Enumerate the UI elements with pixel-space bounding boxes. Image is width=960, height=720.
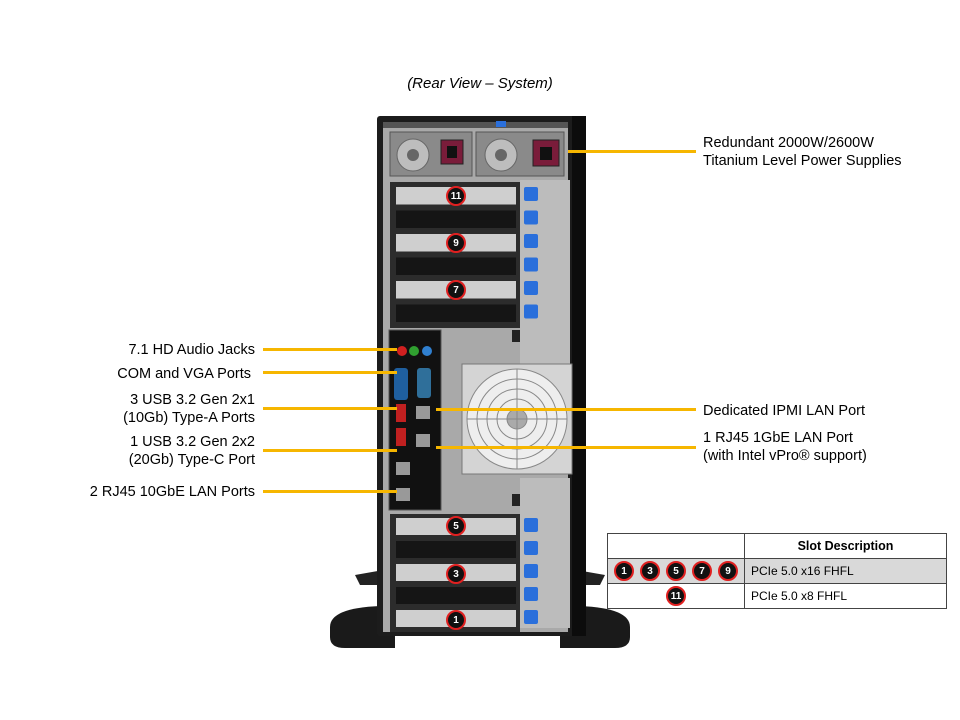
slot-badge-7: 7 (446, 280, 466, 300)
table-row: 1 3 5 7 9 PCIe 5.0 x16 FHFL (607, 558, 947, 584)
leader-10gbe (263, 490, 397, 493)
pci-slot-cover (396, 541, 516, 558)
slot-badge-1: 1 (446, 610, 466, 630)
pci-bracket-clip (524, 257, 538, 272)
pci-bracket-clip (524, 587, 538, 601)
pci-slot-cover (396, 257, 516, 275)
slot-description-table: Slot Description 1 3 5 7 9 PCIe 5.0 x16 … (607, 533, 947, 609)
leader-audio (263, 348, 397, 351)
pci-bracket-clip (524, 234, 538, 248)
label-10gbe-lan: 2 RJ45 10GbE LAN Ports (89, 484, 255, 500)
table-row: 11 PCIe 5.0 x8 FHFL (607, 583, 947, 609)
leader-power (568, 150, 696, 153)
leader-usb-c (263, 449, 397, 452)
pci-bracket-clip (524, 518, 538, 532)
slot-list-x8: 11 (614, 586, 738, 606)
slot-badge: 3 (640, 561, 660, 581)
slot-description-x16: PCIe 5.0 x16 FHFL (744, 558, 947, 584)
pci-bracket-clip (524, 610, 538, 624)
slot-badge: 9 (718, 561, 738, 581)
label-power-supplies: Redundant 2000W/2600W Titanium Level Pow… (703, 135, 902, 169)
label-audio-jacks: 7.1 HD Audio Jacks (128, 342, 255, 358)
slot-badge: 11 (666, 586, 686, 606)
slot-badge: 1 (614, 561, 634, 581)
slot-description-x8: PCIe 5.0 x8 FHFL (744, 583, 947, 609)
rear-view-caption: (Rear View – System) (407, 75, 553, 92)
leader-rj45-1g (436, 446, 696, 449)
slot-list-x16: 1 3 5 7 9 (614, 561, 738, 581)
pci-bracket-clip (524, 304, 538, 319)
pci-bracket-clip (524, 187, 538, 201)
pci-bracket-clip (524, 281, 538, 295)
label-usb-type-a: 3 USB 3.2 Gen 2x1 (10Gb) Type-A Ports (123, 392, 255, 426)
slot-badge: 7 (692, 561, 712, 581)
leader-ipmi (436, 408, 696, 411)
pci-slot-cover (396, 587, 516, 604)
table-header-slot-description: Slot Description (744, 533, 947, 559)
leader-usb-a (263, 407, 397, 410)
leader-com-vga (263, 371, 397, 374)
pci-slot-cover (396, 210, 516, 228)
slot-badge-3: 3 (446, 564, 466, 584)
slot-badge-11: 11 (446, 186, 466, 206)
slot-badge: 5 (666, 561, 686, 581)
slot-badge-5: 5 (446, 516, 466, 536)
label-usb-type-c: 1 USB 3.2 Gen 2x2 (20Gb) Type-C Port (128, 434, 255, 468)
label-rj45-1gbe: 1 RJ45 1GbE LAN Port (with Intel vPro® s… (703, 430, 867, 464)
pci-bracket-clip (524, 564, 538, 578)
label-ipmi-lan: Dedicated IPMI LAN Port (703, 403, 865, 419)
label-com-vga: COM and VGA Ports (117, 366, 251, 382)
pci-bracket-clip (524, 541, 538, 555)
slot-badge-9: 9 (446, 233, 466, 253)
table-header-blank (607, 533, 745, 559)
pci-bracket-clip (524, 210, 538, 225)
pci-slot-cover (396, 304, 516, 322)
